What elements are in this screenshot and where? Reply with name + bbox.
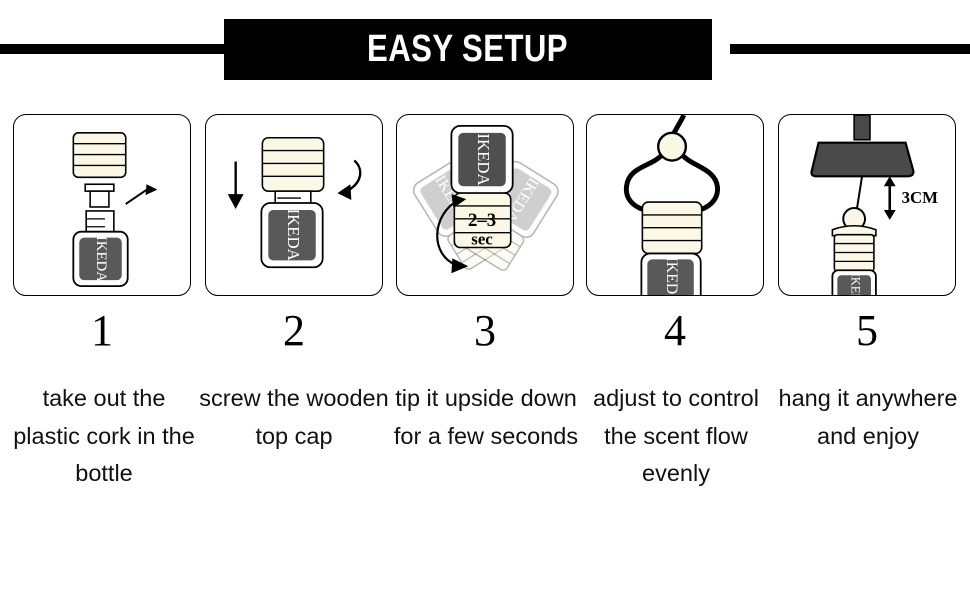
step-number-4: 4 [664,306,686,355]
swing-arrow-icon [436,194,469,274]
bottle-icon: IKEDA [640,252,702,295]
cord-bead-icon [657,131,688,162]
step-caption-4: adjust to control the scent flow evenly [593,385,759,486]
duration-value: 2–3 [468,210,496,231]
inverted-bottle-icon: IKEDA [450,125,514,249]
step-caption-2: screw the wooden top cap [199,385,389,449]
bottle-brand-label: IKEDA [93,236,109,282]
bottle-icon: IKEDA [72,230,129,287]
hanging-cord-icon [624,115,720,213]
page-title: EASY SETUP [367,28,569,70]
step-number-3: 3 [474,306,496,355]
measurement-arrow-icon [883,176,896,220]
header-banner: EASY SETUP [224,19,712,80]
bottle-brand-label: IKEDA [284,209,303,261]
duration-unit: sec [471,230,493,249]
step-4-panel: IKEDA [586,114,764,296]
step-number-1: 1 [91,306,113,355]
bottle-brand-label: IKEDA [474,133,493,185]
step-number-2: 2 [283,306,305,355]
curved-arrow-right-icon [125,184,158,205]
wooden-cap-icon [72,132,127,179]
step-numbers: 1 2 3 4 5 [0,305,970,357]
bottle-brand-label: IKEDA [663,257,680,295]
wooden-cap-icon [831,224,877,273]
step-caption-3: tip it upside down for a few seconds [393,385,579,449]
bottle-brand-label: IKEDA [848,273,862,295]
rear-view-mirror-icon [810,141,915,178]
step-3-panel: IKEDA IKEDA [396,114,574,296]
steps-illustrations: IKEDA [0,114,970,298]
arrow-down-icon [227,161,244,209]
wooden-cap-icon [641,201,703,255]
step-caption-1: take out the plastic cork in the bottle [13,385,195,486]
header: EASY SETUP [0,0,970,100]
bottle-icon: IKEDA [260,202,324,269]
step-5-panel: 3CM IKEDA [778,114,956,296]
step-caption-5: hang it anywhere and enjoy [778,385,958,449]
step-2-panel: IKEDA [205,114,383,296]
plastic-cork-icon [84,183,115,208]
bottle-icon: IKEDA [831,269,877,295]
step-1-panel: IKEDA [13,114,191,296]
step-captions: take out the plastic cork in the bottle … [0,380,970,510]
curved-arrow-left-icon [337,159,362,201]
wooden-cap-icon [261,136,325,192]
header-rule-left [0,44,240,54]
measurement-label: 3CM [902,188,939,207]
step-number-5: 5 [856,306,878,355]
mirror-stem-icon [853,115,871,141]
header-rule-right [730,44,970,54]
